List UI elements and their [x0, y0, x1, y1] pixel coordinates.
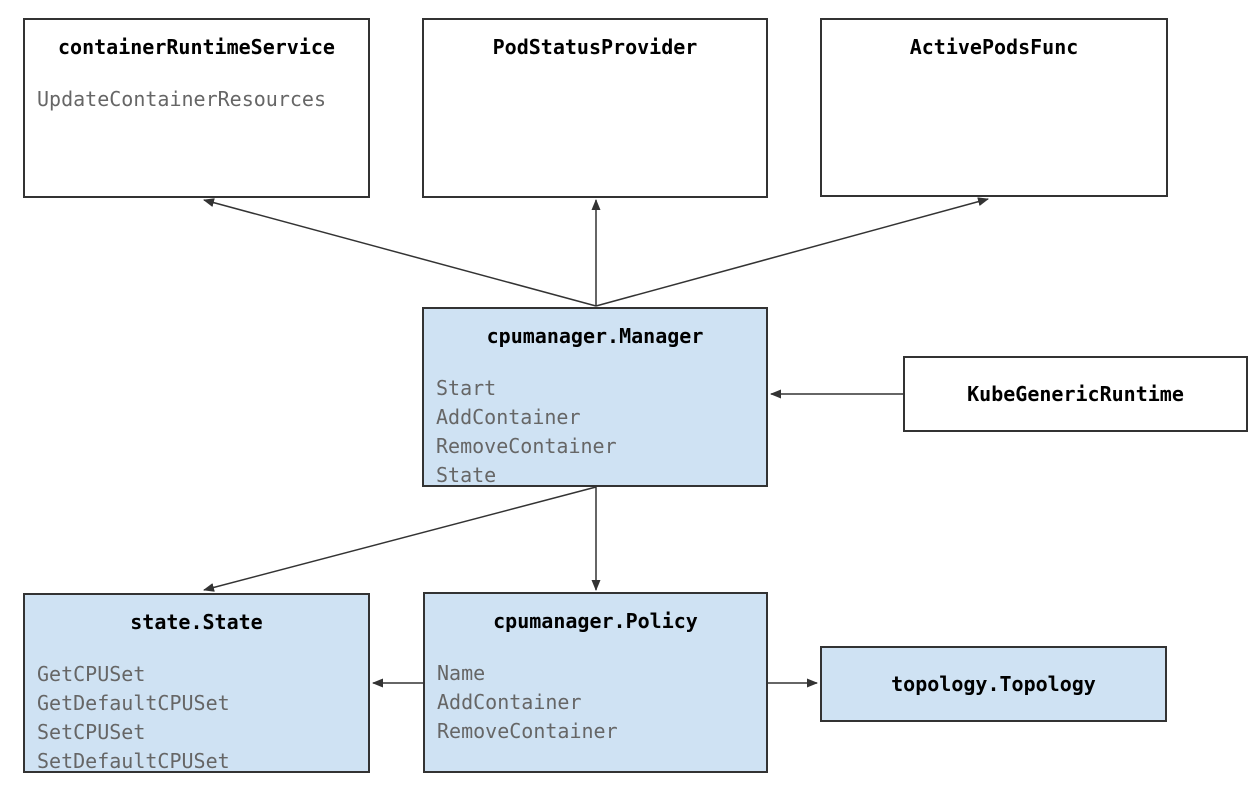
box-title: KubeGenericRuntime: [967, 382, 1184, 406]
box-pod-status-provider: PodStatusProvider: [422, 18, 768, 198]
box-methods: UpdateContainerResources: [25, 85, 368, 114]
box-topology-topology: topology.Topology: [820, 646, 1167, 722]
box-cpumanager-manager: cpumanager.Manager Start AddContainer Re…: [422, 307, 768, 487]
box-kube-generic-runtime: KubeGenericRuntime: [903, 356, 1248, 432]
method-item: GetDefaultCPUSet: [37, 691, 230, 715]
box-title: state.State: [130, 610, 263, 634]
box-title: cpumanager.Policy: [493, 609, 698, 633]
box-title: ActivePodsFunc: [909, 35, 1079, 59]
method-item: RemoveContainer: [436, 434, 617, 458]
box-methods: GetCPUSet GetDefaultCPUSet SetCPUSet Set…: [25, 660, 368, 776]
arrow-manager-to-container-runtime-service: [203, 198, 597, 307]
method-item: GetCPUSet: [37, 662, 146, 686]
method-item: AddContainer: [437, 690, 582, 714]
box-methods: Name AddContainer RemoveContainer: [425, 659, 766, 746]
box-active-pods-func: ActivePodsFunc: [820, 18, 1168, 197]
box-methods: Start AddContainer RemoveContainer State: [424, 374, 766, 490]
arrow-manager-to-active-pods-func: [595, 197, 989, 307]
box-title: topology.Topology: [891, 672, 1096, 696]
box-cpumanager-policy: cpumanager.Policy Name AddContainer Remo…: [423, 592, 768, 773]
method-item: UpdateContainerResources: [37, 87, 326, 111]
box-title: cpumanager.Manager: [486, 324, 704, 348]
box-title: PodStatusProvider: [492, 35, 698, 59]
box-state-state: state.State GetCPUSet GetDefaultCPUSet S…: [23, 593, 370, 773]
box-title: containerRuntimeService: [58, 35, 335, 59]
method-item: SetDefaultCPUSet: [37, 749, 230, 773]
method-item: RemoveContainer: [437, 719, 618, 743]
box-container-runtime-service: containerRuntimeService UpdateContainerR…: [23, 18, 370, 198]
method-item: AddContainer: [436, 405, 581, 429]
method-item: SetCPUSet: [37, 720, 146, 744]
method-item: Name: [437, 661, 486, 685]
arrow-manager-to-state-state: [203, 486, 597, 592]
method-item: Start: [436, 376, 497, 400]
method-item: State: [436, 463, 497, 487]
